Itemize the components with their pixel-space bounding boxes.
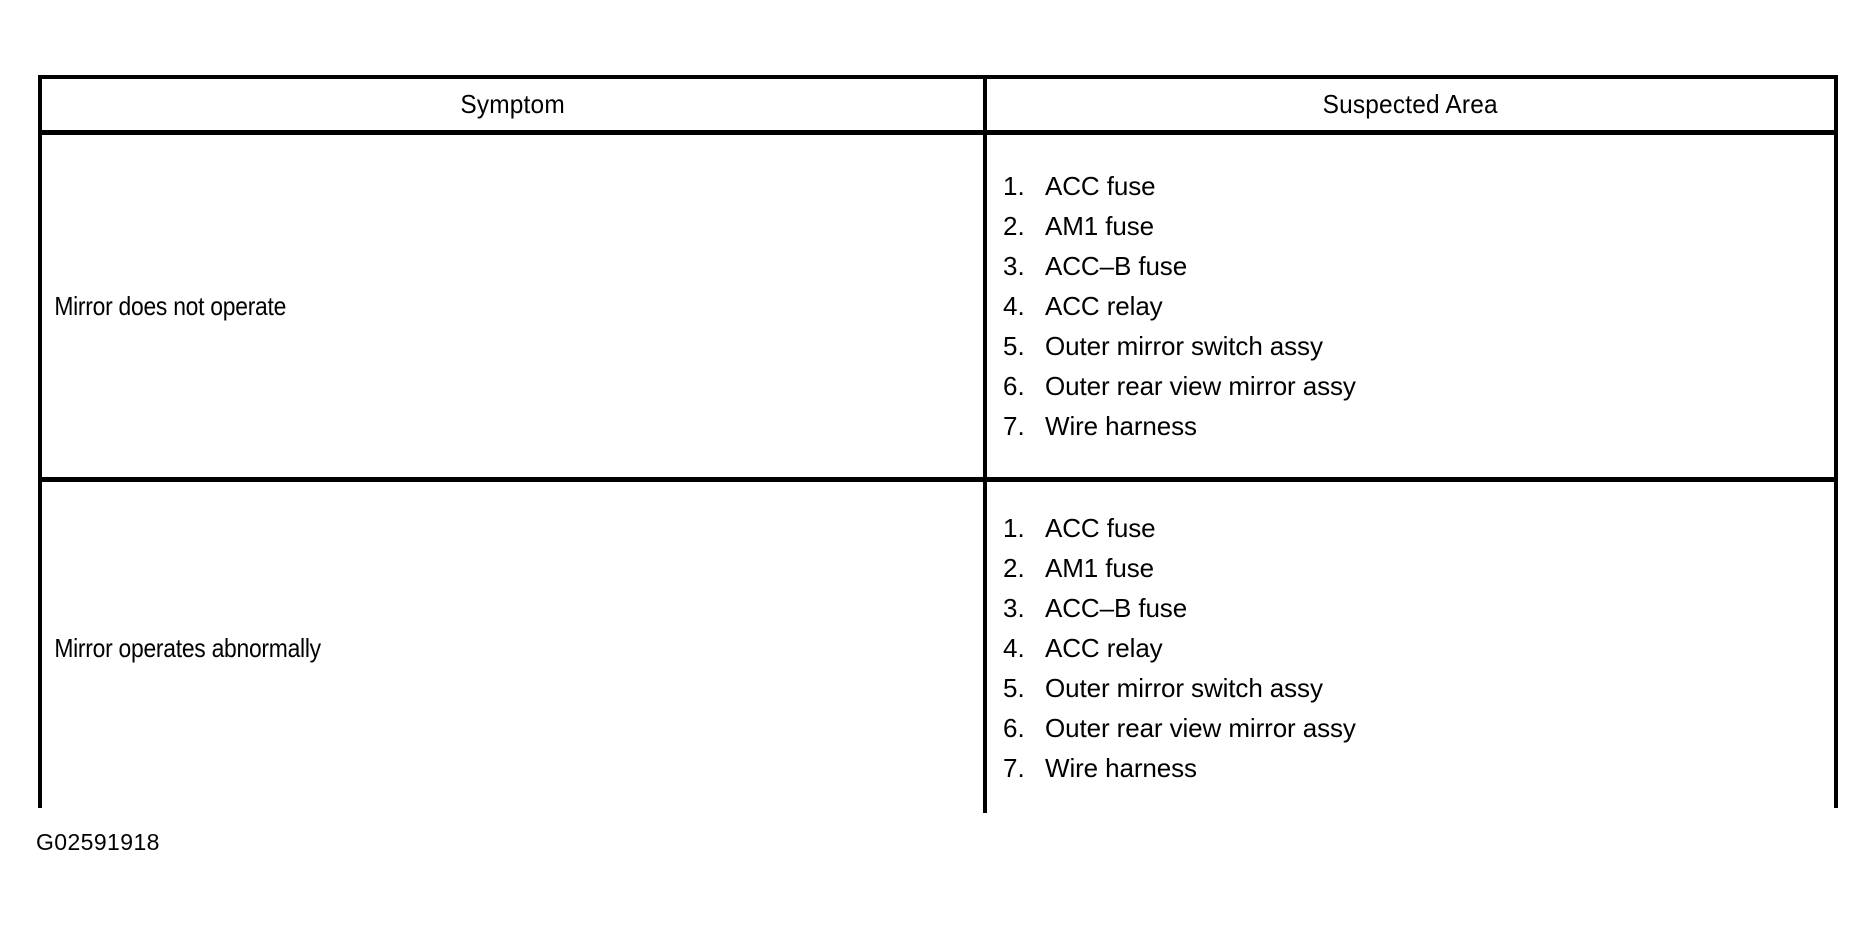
list-item-number: 1. (1003, 512, 1025, 543)
list-item: 3. ACC–B fuse (1003, 246, 1834, 286)
list-item: 2. AM1 fuse (1003, 548, 1834, 588)
list-item: 2. AM1 fuse (1003, 206, 1834, 246)
list-item-number: 2. (1003, 211, 1025, 241)
suspected-area-cell: 1. ACC fuse 2. AM1 fuse 3. ACC–B fuse (985, 479, 1834, 813)
list-item: 6. Outer rear view mirror assy (1003, 708, 1834, 748)
list-item: 5. Outer mirror switch assy (1003, 326, 1834, 366)
symptom-cell: Mirror does not operate (42, 132, 987, 482)
list-item-label: Outer mirror switch assy (1045, 331, 1323, 361)
list-item: 6. Outer rear view mirror assy (1003, 366, 1834, 406)
column-header-symptom-label: Symptom (460, 89, 565, 119)
table: Symptom Suspected Area Mirror does not o… (42, 79, 1834, 813)
symptom-cell: Mirror operates abnormally (42, 479, 987, 813)
list-item-number: 3. (1003, 251, 1025, 281)
figure-caption: G02591918 (36, 829, 160, 855)
list-item: 4. ACC relay (1003, 628, 1834, 668)
list-item: 4. ACC relay (1003, 286, 1834, 326)
column-header-symptom: Symptom (42, 79, 987, 135)
list-item-label: Outer rear view mirror assy (1045, 712, 1356, 743)
list-item: 3. ACC–B fuse (1003, 588, 1834, 628)
list-item-label: AM1 fuse (1045, 211, 1155, 241)
list-item: 5. Outer mirror switch assy (1003, 668, 1834, 708)
list-item-label: Wire harness (1045, 752, 1197, 783)
list-item-number: 6. (1003, 712, 1025, 743)
table-row: Mirror operates abnormally 1. ACC fuse 2… (42, 479, 1834, 813)
list-item: 1. ACC fuse (1003, 508, 1834, 548)
list-item-number: 6. (1003, 371, 1025, 401)
symptom-text: Mirror operates abnormally (54, 632, 321, 663)
column-header-suspected-area-label: Suspected Area (1322, 89, 1499, 119)
list-item-number: 3. (1003, 592, 1025, 623)
list-item-number: 4. (1003, 291, 1025, 321)
list-item-label: ACC fuse (1045, 171, 1156, 201)
list-item-label: ACC relay (1045, 291, 1163, 321)
list-item-number: 5. (1003, 331, 1025, 361)
suspected-area-list: 1. ACC fuse 2. AM1 fuse 3. ACC–B fuse (987, 162, 1834, 450)
list-item: 7. Wire harness (1003, 748, 1834, 788)
list-item-number: 5. (1003, 672, 1025, 703)
list-item: 7. Wire harness (1003, 406, 1834, 446)
list-item-label: Outer rear view mirror assy (1045, 371, 1356, 401)
list-item: 1. ACC fuse (1003, 166, 1834, 206)
column-header-suspected-area: Suspected Area (985, 79, 1834, 135)
list-item-label: ACC–B fuse (1045, 592, 1188, 623)
suspected-area-cell: 1. ACC fuse 2. AM1 fuse 3. ACC–B fuse (985, 132, 1834, 482)
table-header-row: Symptom Suspected Area (42, 79, 1834, 135)
list-item-number: 4. (1003, 632, 1025, 663)
list-item-number: 2. (1003, 552, 1025, 583)
list-item-label: Wire harness (1045, 411, 1197, 441)
list-item-label: ACC–B fuse (1045, 251, 1188, 281)
list-item-number: 7. (1003, 411, 1025, 441)
list-item-label: Outer mirror switch assy (1045, 672, 1323, 703)
table-row: Mirror does not operate 1. ACC fuse 2. A… (42, 132, 1834, 482)
list-item-label: AM1 fuse (1045, 552, 1155, 583)
troubleshooting-table: Symptom Suspected Area Mirror does not o… (38, 75, 1838, 813)
list-item-label: ACC relay (1045, 632, 1163, 663)
list-item-label: ACC fuse (1045, 512, 1156, 543)
suspected-area-list: 1. ACC fuse 2. AM1 fuse 3. ACC–B fuse (987, 504, 1834, 792)
list-item-number: 7. (1003, 752, 1025, 783)
list-item-number: 1. (1003, 171, 1025, 201)
symptom-text: Mirror does not operate (54, 291, 287, 321)
